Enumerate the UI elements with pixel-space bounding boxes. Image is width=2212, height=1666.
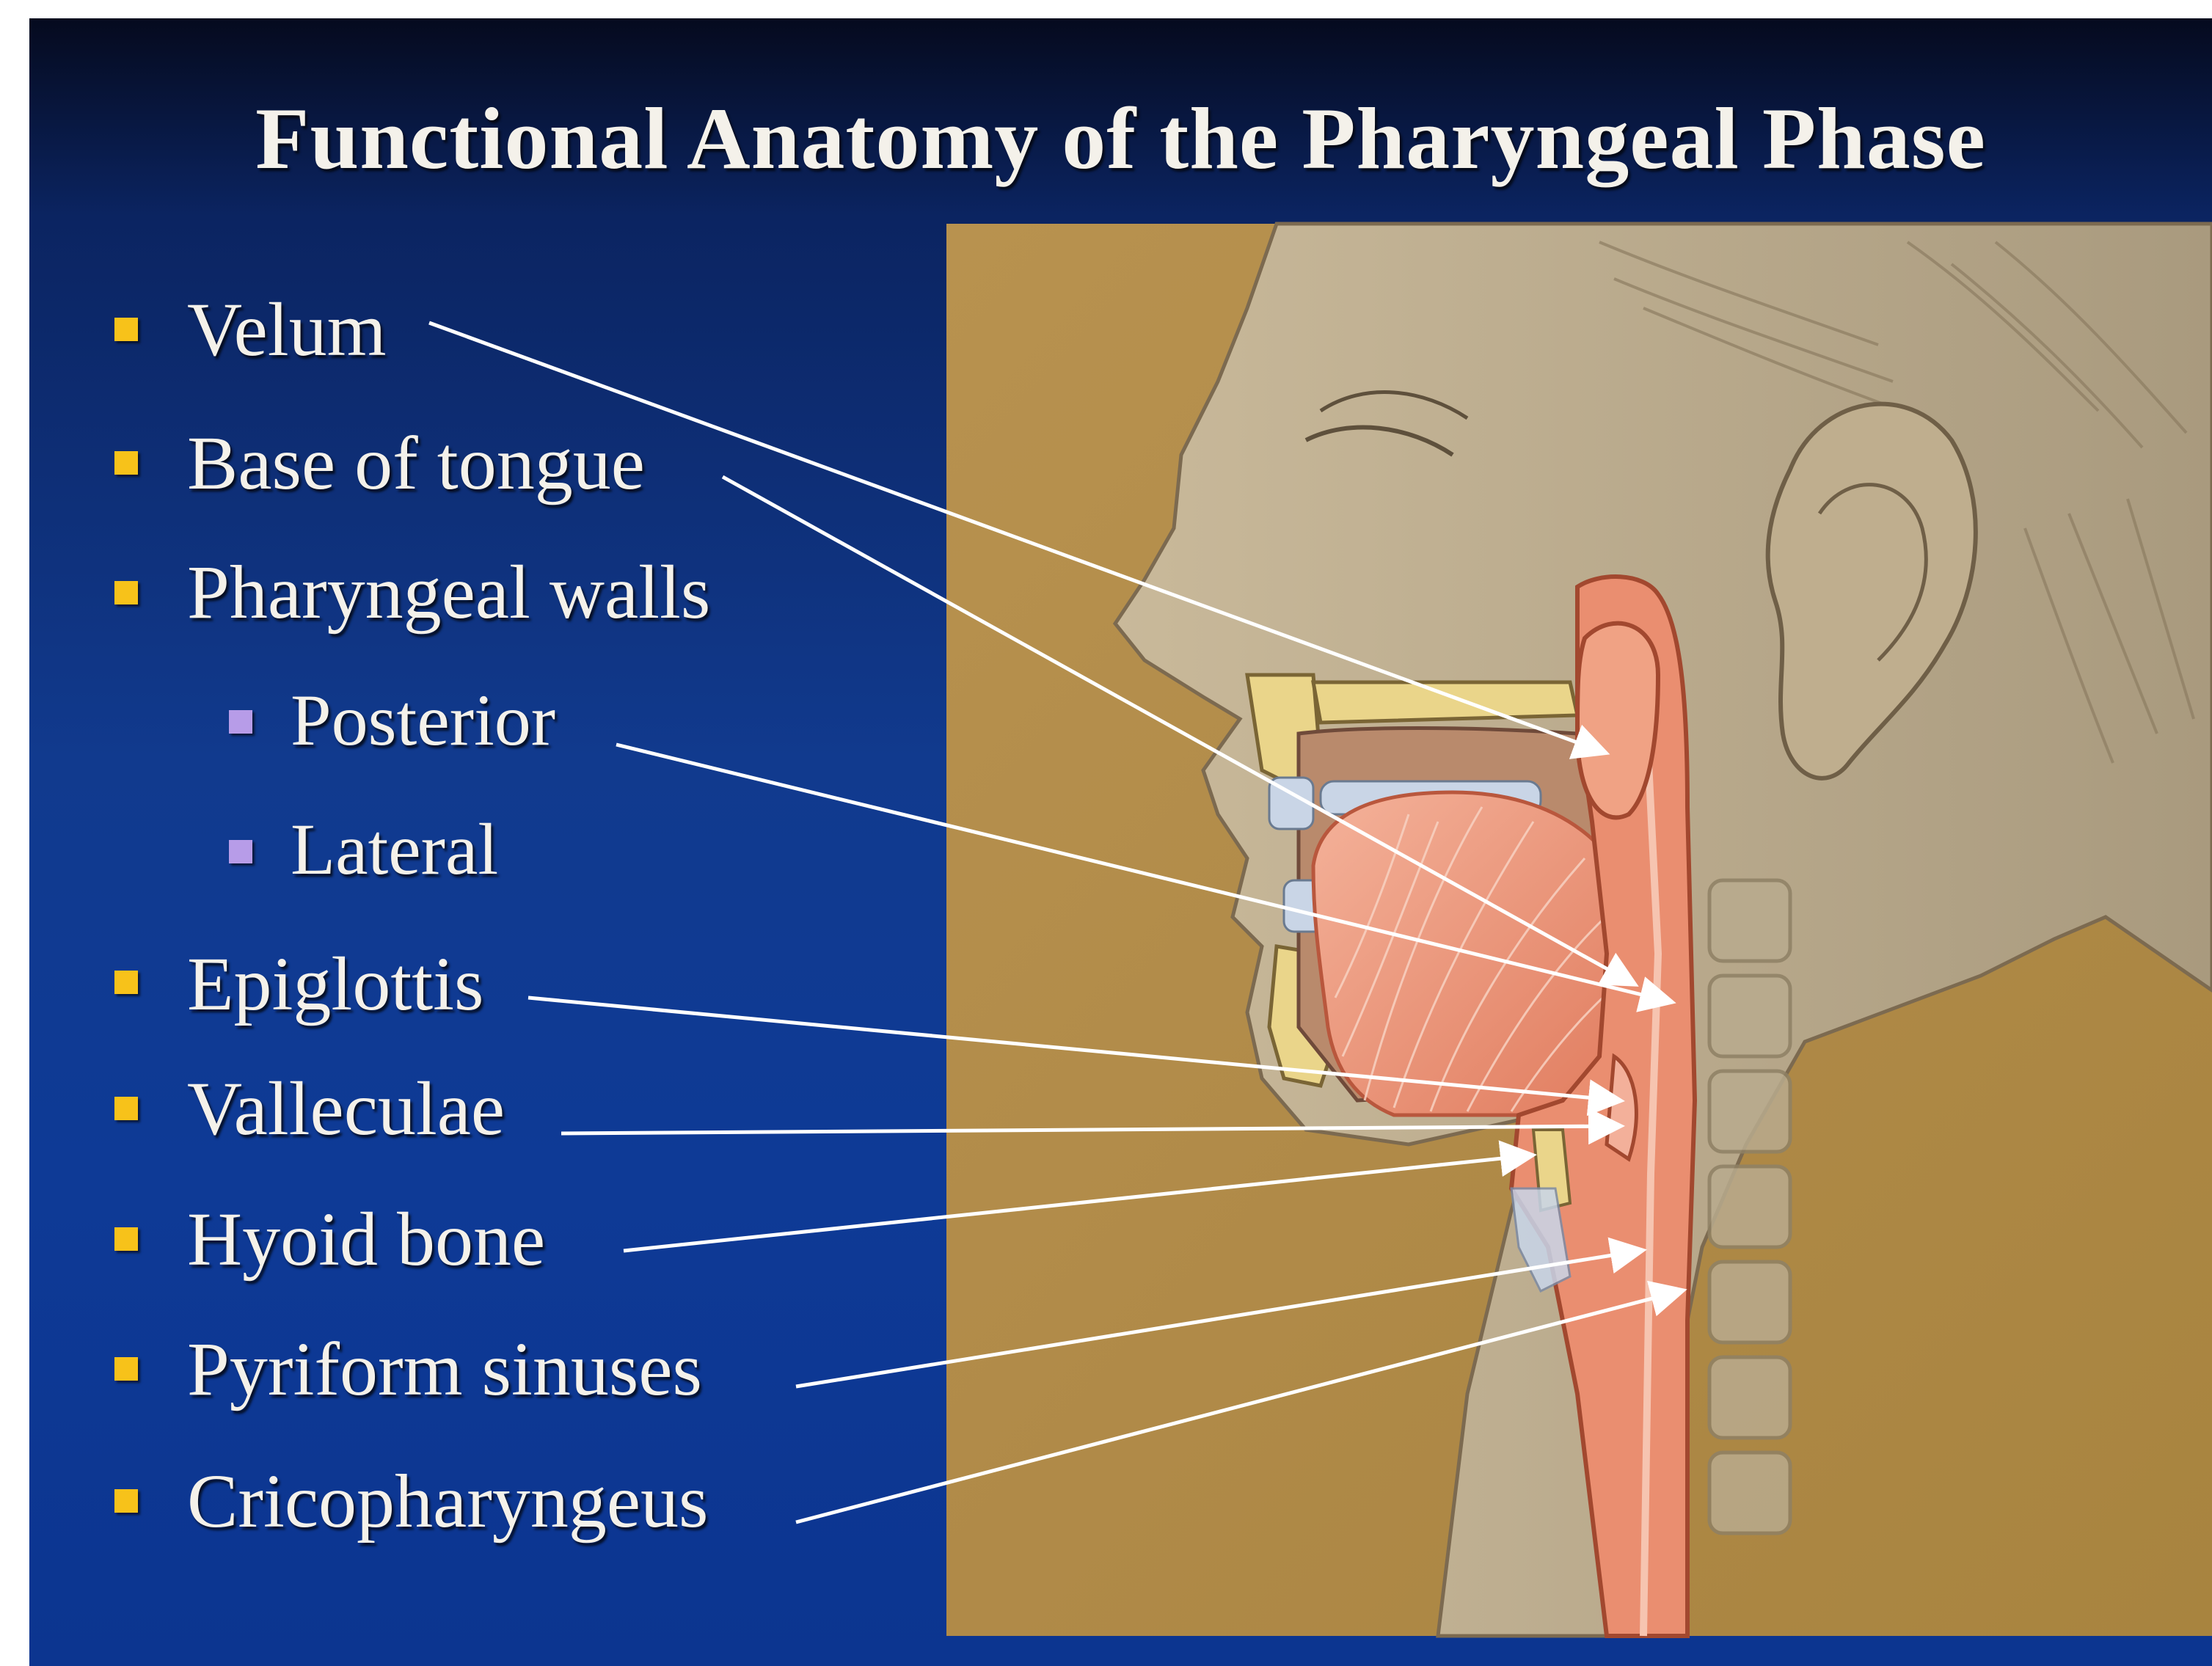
bullet-marker: [114, 1489, 138, 1513]
bullet-marker: [114, 451, 138, 475]
list-item: Pharyngeal walls: [187, 555, 710, 631]
bullet-marker: [114, 581, 138, 604]
bullet-marker: [229, 840, 252, 863]
bullet-marker: [114, 1227, 138, 1251]
bullet-marker: [229, 710, 252, 734]
bullet-marker: [114, 1097, 138, 1120]
bullet-marker: [114, 971, 138, 994]
bullet-marker: [114, 318, 138, 341]
list-item: Hyoid bone: [187, 1202, 545, 1278]
list-item: Posterior: [291, 684, 555, 757]
vertebrae: [1709, 880, 1790, 1533]
list-item: Pyriform sinuses: [187, 1331, 702, 1408]
list-item: Velum: [187, 292, 387, 368]
list-item: Lateral: [291, 813, 498, 886]
velum: [1577, 624, 1658, 818]
slide-title: Functional Anatomy of the Pharyngeal Pha…: [29, 88, 2212, 189]
list-item: Base of tongue: [187, 425, 645, 502]
bullet-marker: [114, 1357, 138, 1381]
list-item: Cricopharyngeus: [187, 1464, 708, 1540]
list-item: Valleculae: [187, 1071, 505, 1147]
list-item: Epiglottis: [187, 946, 483, 1023]
